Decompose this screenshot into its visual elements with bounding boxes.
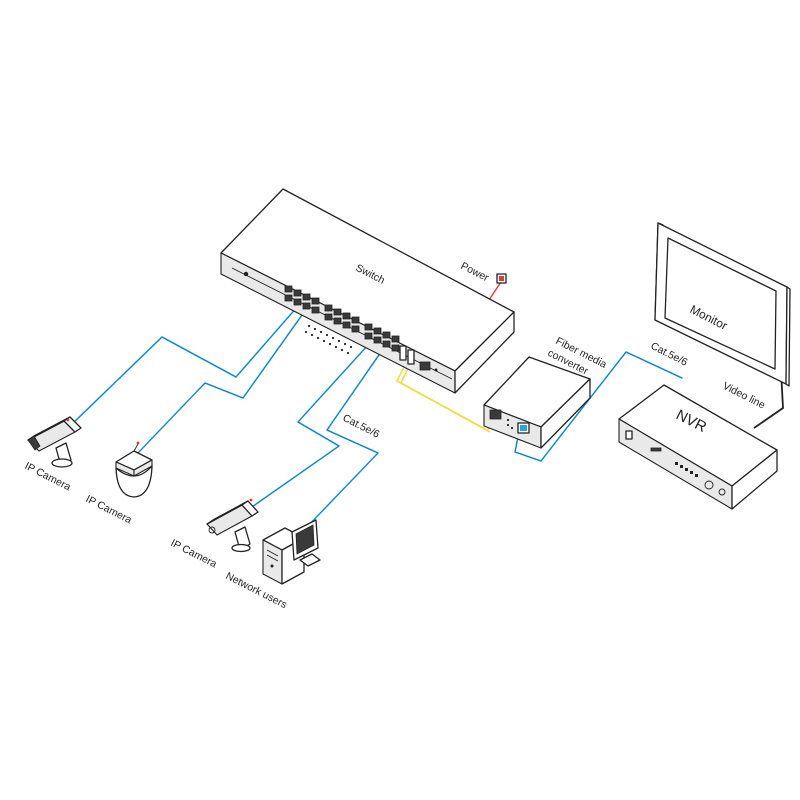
ip-camera-3-label: IP Camera — [169, 537, 219, 570]
power-outlet-icon — [496, 273, 507, 284]
nvr-device: NVR — [618, 384, 778, 510]
cable-ip-camera-2 — [135, 307, 308, 456]
power-led-icon — [243, 271, 249, 277]
ip-camera-bullet-icon — [27, 416, 82, 468]
switch-device: Switch — [220, 188, 515, 394]
cat-cable-converter-label: Cat.5e/6 — [649, 340, 690, 369]
switch-ports — [284, 285, 400, 352]
ip-camera-dome-icon — [115, 441, 153, 498]
network-users-pc-icon — [262, 519, 321, 585]
power-label: Power — [459, 260, 491, 284]
monitor-device: Monitor — [654, 222, 791, 387]
cable-ip-camera-1 — [67, 305, 299, 429]
ip-camera-2-label: IP Camera — [84, 493, 134, 526]
cat-cable-users-label: Cat.5e/6 — [341, 412, 382, 441]
switch-led-indicators — [304, 324, 353, 355]
sfp-ports — [399, 345, 438, 372]
fiber-media-converter-device — [483, 356, 591, 449]
ip-camera-3-icon — [206, 498, 259, 553]
cable-network-users — [304, 351, 382, 530]
video-line-label: Video line — [721, 380, 768, 412]
